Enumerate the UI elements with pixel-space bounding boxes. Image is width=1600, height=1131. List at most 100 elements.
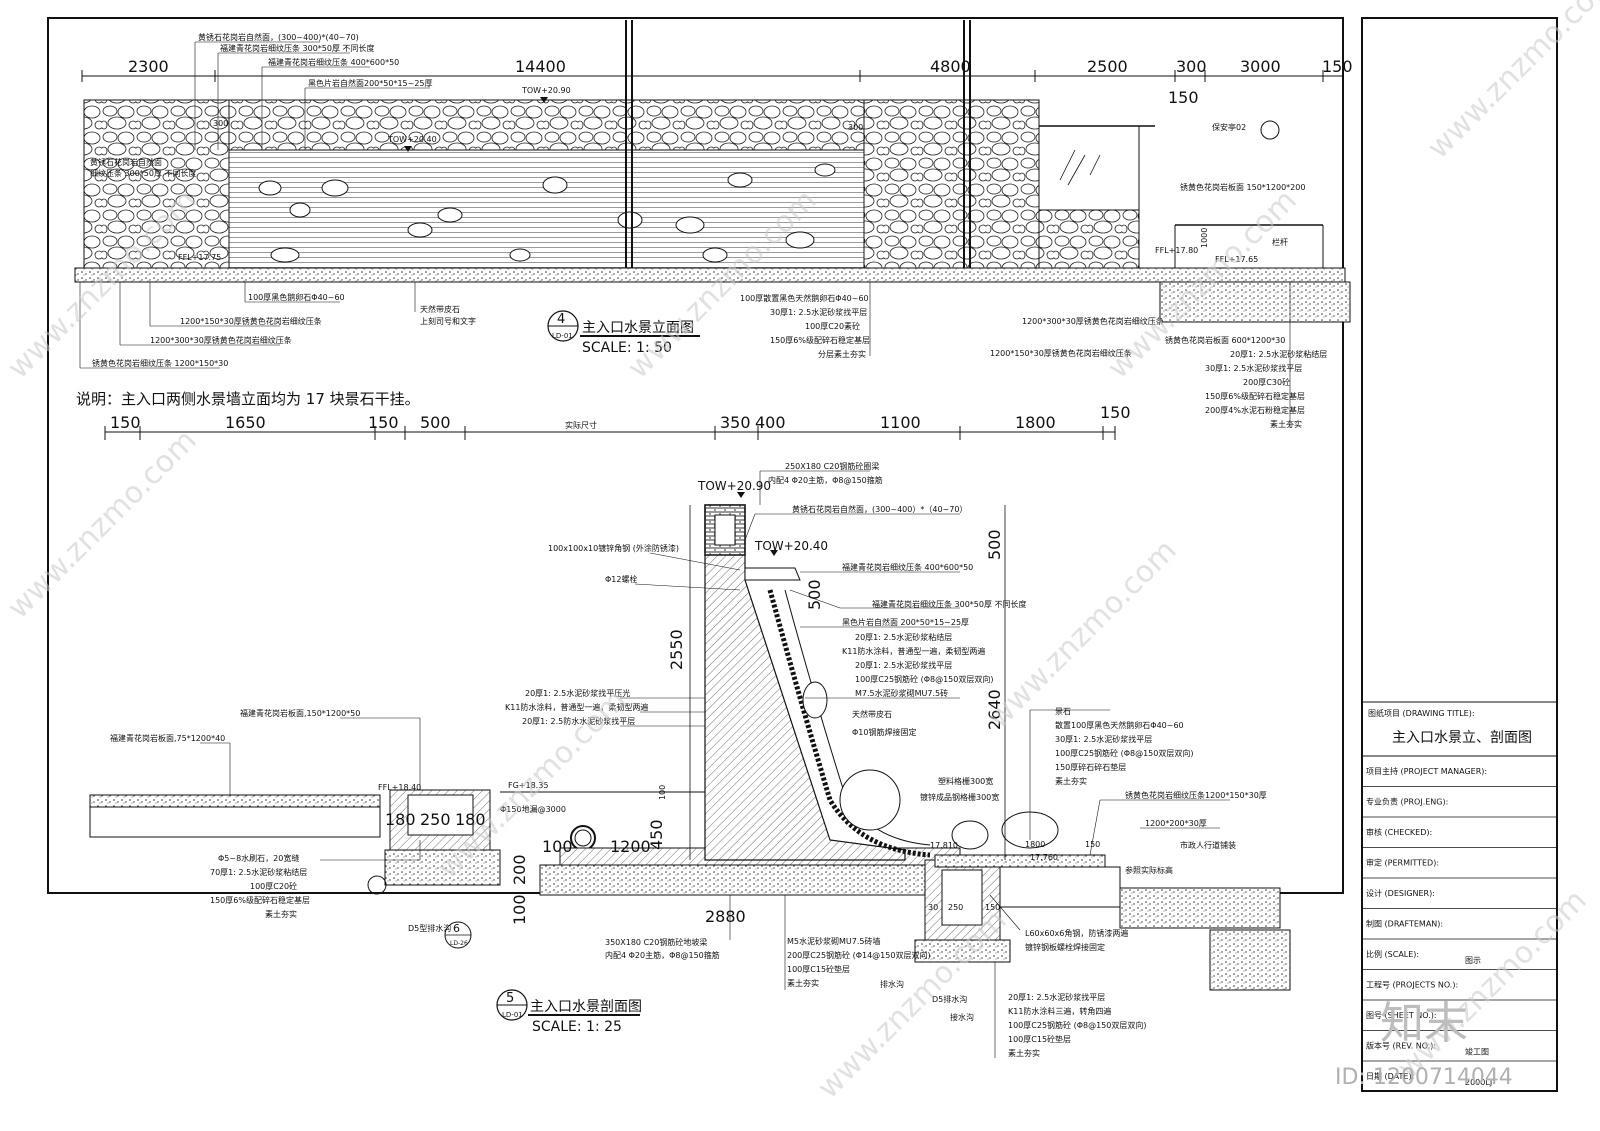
- svg-text:福建青花岗岩细纹压条 300*50厚 不同长度: 福建青花岗岩细纹压条 300*50厚 不同长度: [872, 599, 1027, 609]
- svg-text:100厚C20砼: 100厚C20砼: [250, 881, 297, 891]
- svg-text:100: 100: [542, 837, 573, 856]
- title-block-label: 审核 (CHECKED):: [1366, 827, 1432, 837]
- svg-text:250: 250: [420, 810, 451, 829]
- svg-text:镀锌成品钢格栅300宽: 镀锌成品钢格栅300宽: [920, 792, 999, 802]
- svg-text:100: 100: [658, 785, 667, 800]
- svg-text:塑料格栅300宽: 塑料格栅300宽: [938, 776, 993, 786]
- svg-text:100厚C15砼垫层: 100厚C15砼垫层: [787, 964, 850, 974]
- right-paving: [934, 854, 1106, 868]
- svg-text:M5水泥砂浆砌MU7.5砖墙: M5水泥砂浆砌MU7.5砖墙: [787, 936, 880, 946]
- stone-wall-ext: [1038, 209, 1140, 273]
- svg-text:素土夯实: 素土夯实: [265, 909, 297, 919]
- wall-footing: [539, 864, 981, 896]
- svg-text:1800: 1800: [1025, 840, 1045, 849]
- svg-text:350: 350: [720, 413, 751, 432]
- svg-text:1100: 1100: [880, 413, 921, 432]
- svg-text:180: 180: [455, 810, 486, 829]
- svg-text:150: 150: [985, 903, 1000, 912]
- svg-text:1650: 1650: [225, 413, 266, 432]
- svg-text:2640: 2640: [985, 689, 1004, 730]
- svg-text:500: 500: [805, 579, 824, 610]
- svg-text:锈黄色花岗岩细纹压条1200*150*30厚: 锈黄色花岗岩细纹压条1200*150*30厚: [1125, 790, 1267, 800]
- svg-text:30厚1: 2.5水泥砂浆找平层: 30厚1: 2.5水泥砂浆找平层: [1055, 734, 1152, 744]
- svg-text:300: 300: [213, 119, 228, 128]
- section-vert-dims: 2550 500 2640 500 100 450 200 100: [510, 529, 1004, 925]
- svg-text:100x100x10镀锌角钢 (外涂防锈漆): 100x100x10镀锌角钢 (外涂防锈漆): [548, 543, 679, 553]
- svg-text:150: 150: [368, 413, 399, 432]
- svg-text:TOW+20.40: TOW+20.40: [754, 539, 828, 553]
- svg-text:30: 30: [928, 903, 938, 912]
- svg-text:450: 450: [647, 819, 666, 850]
- svg-text:散置100厚黑色天然鹅卵石Φ40~60: 散置100厚黑色天然鹅卵石Φ40~60: [1055, 720, 1184, 730]
- elev-note-top-2: 福建青花岗岩细纹压条 300*50厚 不同长度: [220, 43, 375, 53]
- section-index: 5: [506, 991, 514, 1006]
- svg-text:70厚1: 2.5水泥砂浆粘结层: 70厚1: 2.5水泥砂浆粘结层: [210, 867, 307, 877]
- svg-text:内配4 Φ20主筋，Φ8@150箍筋: 内配4 Φ20主筋，Φ8@150箍筋: [768, 475, 883, 485]
- title-block: 图纸项目 (DRAWING TITLE): 主入口水景立、剖面图 项目主持 (P…: [1362, 701, 1557, 1092]
- section-notes-bottom: 350X180 C20钢筋砼地坡梁 内配4 Φ20主筋，Φ8@150箍筋 M5水…: [605, 936, 1146, 1058]
- section-levels: TOW+20.90 TOW+20.40 FFL+18.40 FG+18.35 1…: [378, 479, 1058, 862]
- svg-text:TOW+20.40: TOW+20.40: [387, 135, 437, 144]
- svg-text:150: 150: [110, 413, 141, 432]
- svg-text:100厚C20素砼: 100厚C20素砼: [805, 321, 860, 331]
- elev-dim-5: 300: [1176, 57, 1207, 76]
- guard-booth: [1038, 125, 1140, 211]
- svg-text:250X180 C20钢筋砼圈梁: 250X180 C20钢筋砼圈梁: [785, 461, 879, 471]
- svg-text:1200*300*30厚锈黄色花岗岩细纹压条: 1200*300*30厚锈黄色花岗岩细纹压条: [1022, 316, 1164, 326]
- elev-dim-2: 14400: [515, 57, 566, 76]
- section-ref: LD-01: [502, 1011, 523, 1019]
- svg-text:锈黄色花岗岩板面 600*1200*30: 锈黄色花岗岩板面 600*1200*30: [1165, 335, 1285, 345]
- svg-text:参照实际标高: 参照实际标高: [1125, 865, 1173, 875]
- svg-text:素土夯实: 素土夯实: [1008, 1048, 1040, 1058]
- svg-text:FFL+17.75: FFL+17.75: [178, 253, 221, 262]
- svg-text:100厚C25钢筋砼 (Φ8@150双层双向): 100厚C25钢筋砼 (Φ8@150双层双向): [1008, 1020, 1146, 1030]
- svg-text:250: 250: [948, 903, 963, 912]
- svg-text:福建青花岗岩板面,150*1200*50: 福建青花岗岩板面,150*1200*50: [240, 708, 360, 718]
- elev-note-bl-4: 1200*150*30厚锈黄色花岗岩细纹压条: [180, 316, 322, 326]
- elev-dim-7: 150: [1322, 57, 1353, 76]
- boulder: [802, 681, 828, 719]
- svg-text:天然带皮石: 天然带皮石: [852, 709, 892, 719]
- callout-label: D5型排水沟: [408, 923, 451, 933]
- svg-text:150厚碎石碎石垫层: 150厚碎石碎石垫层: [1055, 762, 1126, 772]
- title-block-value: 竣工图: [1465, 1047, 1489, 1057]
- svg-text:黑色片岩自然面 200*50*15~25厚: 黑色片岩自然面 200*50*15~25厚: [842, 617, 969, 627]
- elev-dim-3: 4800: [930, 57, 971, 76]
- section-notes-left: 福建青花岗岩板面,150*1200*50 福建青花岗岩板面,75*1200*40…: [110, 543, 679, 919]
- title-block-label: 项目主持 (PROJECT MANAGER):: [1366, 766, 1487, 776]
- svg-text:150厚6%级配碎石稳定基层: 150厚6%级配碎石稳定基层: [1205, 391, 1305, 401]
- svg-text:K11防水涂料三遍，转角四遍: K11防水涂料三遍，转角四遍: [1008, 1006, 1111, 1016]
- elev-subdim: 150: [1168, 88, 1199, 107]
- svg-text:Φ12螺栓: Φ12螺栓: [605, 574, 637, 584]
- elev-note-bl-6: 锈黄色花岗岩细纹压条 1200*150*30: [92, 358, 228, 368]
- svg-text:20厚1: 2.5水泥砂浆找平层: 20厚1: 2.5水泥砂浆找平层: [1008, 992, 1105, 1002]
- svg-text:100厚C25钢筋砼 (Φ8@150双层双向): 100厚C25钢筋砼 (Φ8@150双层双向): [1055, 748, 1193, 758]
- watermark-logo: 知末: [1380, 998, 1468, 1049]
- svg-text:FG+18.35: FG+18.35: [508, 781, 548, 790]
- elev-level-markers: TOW+20.90 TOW+20.40 FFL+17.75 FFL+17.80 …: [178, 86, 1258, 264]
- svg-text:www.znzmo.com: www.znzmo.com: [1, 423, 204, 626]
- section-scale: SCALE: 1: 25: [532, 1019, 622, 1035]
- svg-text:150: 150: [1085, 840, 1100, 849]
- svg-text:素土夯实: 素土夯实: [787, 978, 819, 988]
- svg-text:镀锌钢板螺栓焊接固定: 镀锌钢板螺栓焊接固定: [1025, 942, 1105, 952]
- svg-text:K11防水涂料，普通型一遍，柔韧型两遍: K11防水涂料，普通型一遍，柔韧型两遍: [842, 646, 985, 656]
- elev-note-top-3: 福建青花岗岩细纹压条 400*600*50: [268, 57, 399, 67]
- svg-text:TOW+20.90: TOW+20.90: [697, 479, 771, 493]
- svg-text:Φ10钢筋焊接固定: Φ10钢筋焊接固定: [852, 727, 916, 737]
- svg-text:D5排水沟: D5排水沟: [932, 994, 967, 1004]
- svg-text:福建青花岗岩板面,75*1200*40: 福建青花岗岩板面,75*1200*40: [110, 733, 225, 743]
- elevation-view: 2300 14400 4800 2500 300 3000 150 150: [74, 20, 1353, 429]
- svg-text:景石: 景石: [1055, 707, 1071, 716]
- svg-text:1200: 1200: [610, 837, 651, 856]
- svg-text:保安亭02: 保安亭02: [1212, 122, 1246, 132]
- svg-text:150厚6%级配碎石稳定基层: 150厚6%级配碎石稳定基层: [210, 895, 310, 905]
- boulder: [839, 769, 901, 831]
- elev-note-top-4: 黑色片岩自然面200*50*15~25厚: [308, 78, 433, 88]
- right-drain-base: [914, 939, 1011, 963]
- svg-text:素土夯实: 素土夯实: [1270, 419, 1302, 429]
- section-top-dims: 150 1650 150 500 实际尺寸 350 400 1100 1800 …: [110, 403, 1131, 432]
- section-view: 150 1650 150 500 实际尺寸 350 400 1100 1800 …: [89, 403, 1291, 1058]
- svg-text:M7.5水泥砂浆砌MU7.5砖: M7.5水泥砂浆砌MU7.5砖: [855, 688, 948, 698]
- drawing-title-label: 图纸项目 (DRAWING TITLE):: [1368, 708, 1475, 718]
